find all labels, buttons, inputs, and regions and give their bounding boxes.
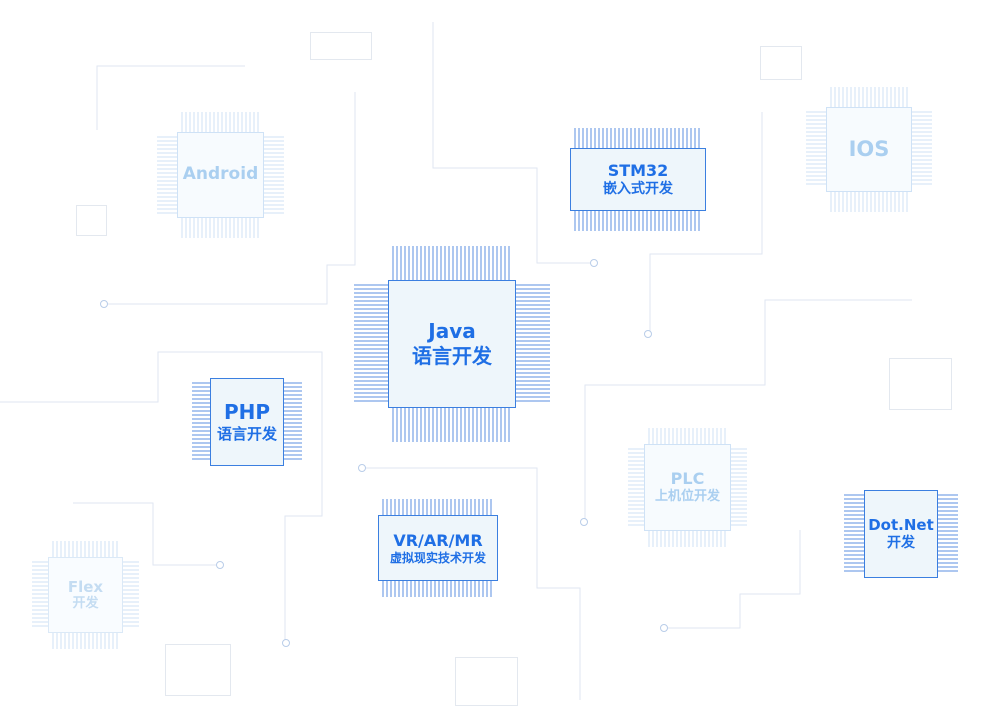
- circuit-trace: [0, 351, 323, 642]
- trace-node: [282, 639, 290, 647]
- chip-dotnet[interactable]: Dot.Net 开发: [864, 490, 938, 578]
- chip-stm32-label: STM32: [607, 160, 669, 180]
- chip-stm32[interactable]: STM32 嵌入式开发: [570, 148, 706, 211]
- chip-java-label: Java: [428, 319, 476, 343]
- trace-node: [590, 259, 598, 267]
- trace-node: [358, 464, 366, 472]
- deco-square: [310, 32, 372, 60]
- chip-android-label: Android: [182, 164, 259, 185]
- deco-square: [76, 205, 107, 236]
- circuit-trace: [432, 22, 594, 264]
- chip-flex[interactable]: Flex 开发: [48, 557, 123, 633]
- chip-vrarmr-label: VR/AR/MR: [393, 530, 483, 550]
- chip-ios-label: IOS: [848, 137, 890, 162]
- chip-plc[interactable]: PLC 上机位开发: [644, 444, 731, 531]
- trace-node: [100, 300, 108, 308]
- chip-php[interactable]: PHP 语言开发: [210, 378, 284, 466]
- deco-square: [889, 358, 952, 410]
- circuit-trace: [363, 467, 581, 700]
- chip-flex-label: Flex: [67, 577, 104, 596]
- chip-php-label: PHP: [223, 400, 271, 425]
- deco-square: [760, 46, 802, 80]
- circuit-trace: [664, 530, 801, 629]
- circuit-trace: [584, 299, 912, 522]
- trace-node: [216, 561, 224, 569]
- circuit-trace: [96, 65, 245, 130]
- chip-plc-label: PLC: [670, 469, 705, 489]
- chip-dotnet-sublabel: 开发: [887, 534, 915, 551]
- chip-java-sublabel: 语言开发: [412, 344, 492, 368]
- chip-stm32-sublabel: 嵌入式开发: [603, 180, 673, 197]
- chip-ios[interactable]: IOS: [826, 107, 912, 192]
- trace-node: [644, 330, 652, 338]
- chip-plc-sublabel: 上机位开发: [654, 489, 720, 505]
- circuit-trace: [106, 92, 356, 305]
- chip-vrarmr-sublabel: 虚拟现实技术开发: [389, 550, 486, 565]
- circuit-trace: [73, 502, 219, 566]
- deco-square: [165, 644, 231, 696]
- chip-android[interactable]: Android: [177, 132, 264, 218]
- deco-square: [455, 657, 518, 706]
- trace-node: [660, 624, 668, 632]
- trace-node: [580, 518, 588, 526]
- chip-flex-sublabel: 开发: [72, 596, 99, 612]
- chip-php-sublabel: 语言开发: [216, 425, 277, 444]
- circuit-trace: [649, 112, 763, 333]
- chip-vrarmr[interactable]: VR/AR/MR 虚拟现实技术开发: [378, 515, 498, 581]
- chip-dotnet-label: Dot.Net: [868, 515, 934, 534]
- chip-java[interactable]: Java 语言开发: [388, 280, 516, 408]
